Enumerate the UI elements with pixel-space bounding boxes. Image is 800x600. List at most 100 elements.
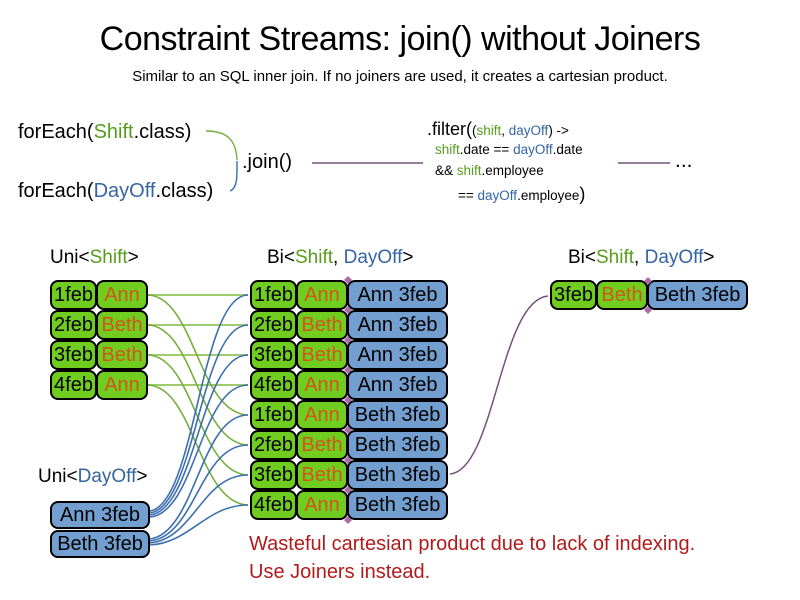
code-token: .filter(: [427, 119, 472, 139]
dayoff-link-curve: [149, 324, 249, 514]
label-bi-mid: Bi<Shift, DayOff>: [267, 247, 413, 269]
code-token: ) ->: [548, 123, 569, 138]
result-date-box: 3feb: [550, 280, 597, 310]
pair-date-box: 2feb: [250, 430, 297, 460]
dayoff-token: dayOff: [513, 142, 553, 157]
filter-result-curve: [449, 295, 549, 475]
code-token: ==: [458, 188, 478, 203]
shift-date-box: 2feb: [50, 310, 97, 340]
page-title: Constraint Streams: join() without Joine…: [99, 20, 701, 58]
label-token: Shift: [295, 247, 334, 268]
dayoff-box: Ann 3feb: [50, 501, 150, 529]
code-join: .join(): [242, 151, 293, 173]
dayoff-class-token: DayOff: [93, 180, 156, 202]
pair-employee-box: Beth: [296, 430, 348, 460]
dayoff-link-curve: [149, 504, 249, 546]
shift-class-token: Shift: [93, 121, 134, 143]
shift-date-box: 4feb: [50, 370, 97, 400]
label-token: >: [136, 466, 148, 487]
shift-date-box: 3feb: [50, 340, 97, 370]
pair-employee-box: Beth: [296, 460, 348, 490]
pair-employee-box: Ann: [296, 400, 348, 430]
dayoff-link-curve: [149, 354, 249, 516]
code-filter-line3: && shift.employee: [435, 163, 544, 178]
brace-shift-curve: [205, 130, 238, 161]
warning-line2: Use Joiners instead.: [249, 561, 431, 583]
dayoff-link-curve: [149, 294, 249, 512]
dayoff-arg-token: dayOff: [508, 123, 549, 138]
label-token: >: [402, 247, 414, 268]
label-uni-shift: Uni<Shift>: [50, 247, 139, 269]
shift-employee-box: Ann: [96, 370, 148, 400]
code-filter-line1: .filter((shift, dayOff) ->: [427, 119, 569, 140]
pair-date-box: 2feb: [250, 310, 297, 340]
shift-employee-box: Ann: [96, 280, 148, 310]
label-uni-dayoff: Uni<DayOff>: [38, 466, 148, 488]
shift-date-box: 1feb: [50, 280, 97, 310]
shift-link-curve: [147, 384, 249, 506]
shift-employee-box: Beth: [96, 340, 148, 370]
code-token: .class): [155, 180, 214, 202]
dayoff-link-curve: [149, 474, 249, 544]
dayoff-link-curve: [149, 384, 249, 518]
code-filter-line2: shift.date == dayOff.date: [435, 142, 583, 157]
pair-employee-box: Ann: [296, 280, 348, 310]
pair-dayoff-box: Beth 3feb: [347, 400, 448, 430]
dayoff-box: Beth 3feb: [50, 530, 150, 558]
pair-employee-box: Beth: [296, 310, 348, 340]
code-token: .date: [552, 142, 583, 157]
code-token: (: [472, 123, 477, 138]
label-token: >: [127, 247, 139, 268]
pair-dayoff-box: Ann 3feb: [347, 340, 448, 370]
label-token: DayOff: [77, 466, 137, 487]
pair-date-box: 3feb: [250, 340, 297, 370]
label-token: Bi<: [568, 247, 596, 268]
warning-line1: Wasteful cartesian product due to lack o…: [249, 533, 696, 555]
label-token: Uni<: [38, 466, 78, 487]
code-foreach-dayoff: forEach(DayOff.class): [18, 180, 213, 203]
label-bi-right: Bi<Shift, DayOff>: [568, 247, 714, 269]
code-token: forEach(: [18, 180, 94, 202]
code-foreach-shift: forEach(Shift.class): [18, 121, 191, 144]
dayoff-token: dayOff: [477, 188, 518, 203]
code-token: ,: [501, 123, 509, 138]
label-token: Shift: [89, 247, 128, 268]
code-filter-line4: == dayOff.employee): [458, 184, 585, 205]
pair-dayoff-box: Ann 3feb: [347, 280, 448, 310]
pair-date-box: 4feb: [250, 490, 297, 520]
brace-dayoff-curve: [229, 160, 238, 192]
label-token: DayOff: [343, 247, 403, 268]
page-subtitle: Similar to an SQL inner join. If no join…: [132, 68, 668, 85]
pair-dayoff-box: Beth 3feb: [347, 460, 448, 490]
shift-link-curve: [147, 294, 249, 416]
code-token: ): [579, 184, 586, 204]
pair-dayoff-box: Ann 3feb: [347, 310, 448, 340]
result-dayoff-box: Beth 3feb: [647, 280, 748, 310]
code-token: &&: [435, 163, 457, 178]
label-token: Bi<: [267, 247, 295, 268]
label-token: ,: [634, 247, 645, 268]
pair-dayoff-box: Beth 3feb: [347, 430, 448, 460]
pair-employee-box: Beth: [296, 340, 348, 370]
code-token: .class): [133, 121, 192, 143]
pair-date-box: 4feb: [250, 370, 297, 400]
code-ellipsis: ...: [675, 149, 693, 172]
shift-arg-token: shift: [476, 123, 502, 138]
shift-employee-box: Beth: [96, 310, 148, 340]
dayoff-link-curve: [149, 444, 249, 542]
pair-date-box: 3feb: [250, 460, 297, 490]
code-token: forEach(: [18, 121, 94, 143]
label-token: ,: [333, 247, 344, 268]
shift-link-curve: [147, 354, 249, 476]
shift-token: shift: [435, 142, 460, 157]
code-token: .employee: [481, 163, 544, 178]
pair-employee-box: Ann: [296, 370, 348, 400]
shift-link-curve: [147, 324, 249, 446]
result-employee-box: Beth: [596, 280, 648, 310]
label-token: Shift: [596, 247, 635, 268]
pair-dayoff-box: Beth 3feb: [347, 490, 448, 520]
label-token: DayOff: [644, 247, 704, 268]
dayoff-link-curve: [149, 414, 249, 540]
code-token: .date ==: [459, 142, 514, 157]
